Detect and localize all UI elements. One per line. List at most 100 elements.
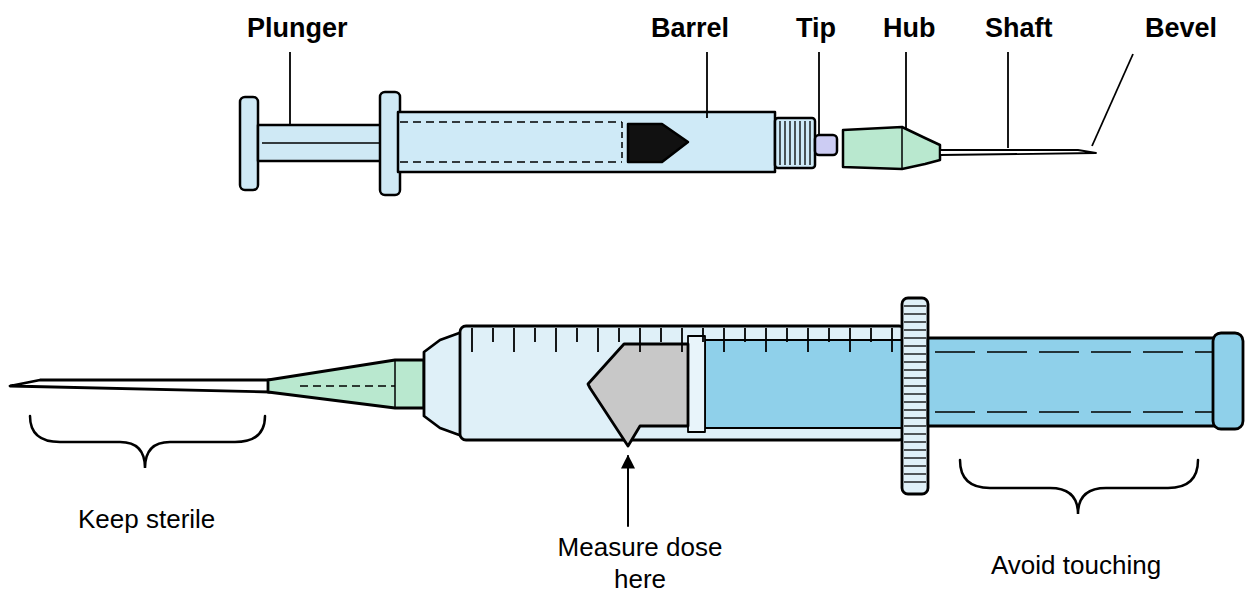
plunger-thumb-press bbox=[1213, 333, 1243, 429]
flange-ridge bbox=[904, 473, 926, 474]
graduation-mark bbox=[723, 328, 725, 352]
graduation-mark bbox=[576, 328, 578, 342]
flange-ridge bbox=[904, 369, 926, 370]
plunger-thumb-press bbox=[240, 97, 258, 190]
collar-ridge bbox=[784, 121, 785, 165]
graduation-mark bbox=[513, 328, 515, 352]
part-label: Tip bbox=[796, 12, 836, 45]
collar-ridge bbox=[799, 121, 800, 165]
flange-ridge bbox=[904, 441, 926, 442]
leader-lines bbox=[1007, 52, 1009, 148]
collar-ridge bbox=[789, 121, 790, 165]
part-label: Shaft bbox=[985, 12, 1053, 45]
graduation-mark bbox=[828, 328, 830, 342]
graduation-mark bbox=[660, 328, 662, 342]
syringe-tip bbox=[815, 135, 837, 155]
flange-ridge bbox=[904, 337, 926, 338]
flange-ridge bbox=[904, 393, 926, 394]
flange-ridge bbox=[904, 417, 926, 418]
graduation-mark bbox=[765, 328, 767, 352]
pointer-arrow bbox=[627, 456, 629, 526]
graduation-mark bbox=[849, 328, 851, 352]
plunger-rod bbox=[928, 338, 1216, 426]
graduation-marks bbox=[472, 328, 892, 352]
flange-ridge bbox=[904, 481, 926, 482]
needle-hub bbox=[843, 127, 940, 169]
leader-lines bbox=[905, 52, 907, 128]
collar-ridge bbox=[804, 121, 805, 165]
flange-ridge bbox=[904, 321, 926, 322]
plunger-seal bbox=[688, 336, 705, 432]
needle-hub bbox=[268, 360, 424, 408]
graduation-mark bbox=[807, 328, 809, 352]
finger-flange bbox=[902, 298, 928, 494]
graduation-mark bbox=[891, 328, 893, 352]
leader-lines bbox=[290, 52, 1133, 148]
plunger-rib bbox=[262, 142, 386, 144]
graduation-mark bbox=[681, 328, 683, 352]
leader-lines bbox=[706, 52, 708, 118]
collar-ridge bbox=[779, 121, 780, 165]
graduation-mark bbox=[492, 328, 494, 342]
needle-shaft bbox=[940, 150, 1096, 155]
barrel bbox=[398, 112, 775, 172]
flange-ridge bbox=[904, 377, 926, 378]
plunger-rod-inside bbox=[400, 161, 622, 163]
graduation-mark bbox=[744, 328, 746, 342]
top-syringe bbox=[240, 92, 1096, 195]
leader-lines bbox=[1092, 54, 1133, 146]
flange-ridge bbox=[904, 361, 926, 362]
flange-ridge bbox=[904, 401, 926, 402]
graduation-mark bbox=[618, 328, 620, 342]
plunger-rib bbox=[935, 411, 1212, 413]
graduation-mark bbox=[471, 328, 473, 352]
bottom-syringe bbox=[10, 298, 1243, 494]
flange-ridge bbox=[904, 409, 926, 410]
graduation-mark bbox=[639, 328, 641, 352]
part-label: Barrel bbox=[651, 12, 729, 45]
flange-ridge bbox=[904, 345, 926, 346]
graduation-mark bbox=[786, 328, 788, 342]
plunger-rubber bbox=[588, 344, 688, 446]
plunger-rib bbox=[935, 351, 1212, 353]
plunger-rod-inside bbox=[705, 340, 905, 428]
flange-ridge bbox=[904, 305, 926, 306]
flange-ridge bbox=[904, 425, 926, 426]
part-label: Bevel bbox=[1145, 12, 1217, 45]
part-label: Plunger bbox=[247, 12, 348, 45]
flange-ridge bbox=[904, 457, 926, 458]
plunger-rod bbox=[258, 125, 388, 161]
bracket bbox=[30, 416, 265, 468]
note-label: Avoid touching bbox=[991, 550, 1161, 582]
flange-ridge bbox=[904, 313, 926, 314]
barrel-nozzle bbox=[424, 332, 462, 436]
flange-ridge bbox=[904, 449, 926, 450]
graduation-mark bbox=[870, 328, 872, 342]
needle-hub bbox=[394, 360, 396, 408]
graduation-mark bbox=[702, 328, 704, 342]
leader-lines bbox=[289, 52, 291, 125]
needle-hub bbox=[901, 128, 903, 168]
collar-ridge bbox=[809, 121, 810, 165]
part-label: Hub bbox=[883, 12, 935, 45]
plunger-rod-inside bbox=[621, 122, 623, 162]
flange-ridge bbox=[904, 329, 926, 330]
flange-ridges bbox=[904, 306, 926, 482]
plunger-rod-inside bbox=[400, 121, 622, 123]
collar-ridges bbox=[780, 121, 810, 165]
needle-shaft bbox=[10, 380, 270, 392]
luer-collar bbox=[775, 118, 815, 168]
flange-ridge bbox=[904, 433, 926, 434]
needle-hub bbox=[300, 385, 395, 386]
flange-ridge bbox=[904, 385, 926, 386]
note-label: Keep sterile bbox=[78, 504, 215, 536]
flange-ridge bbox=[904, 465, 926, 466]
collar-ridge bbox=[794, 121, 795, 165]
graduation-mark bbox=[555, 328, 557, 352]
graduation-mark bbox=[597, 328, 599, 352]
bracket bbox=[960, 460, 1198, 514]
flange-ridge bbox=[904, 353, 926, 354]
graduation-mark bbox=[534, 328, 536, 342]
leader-lines bbox=[818, 52, 820, 134]
